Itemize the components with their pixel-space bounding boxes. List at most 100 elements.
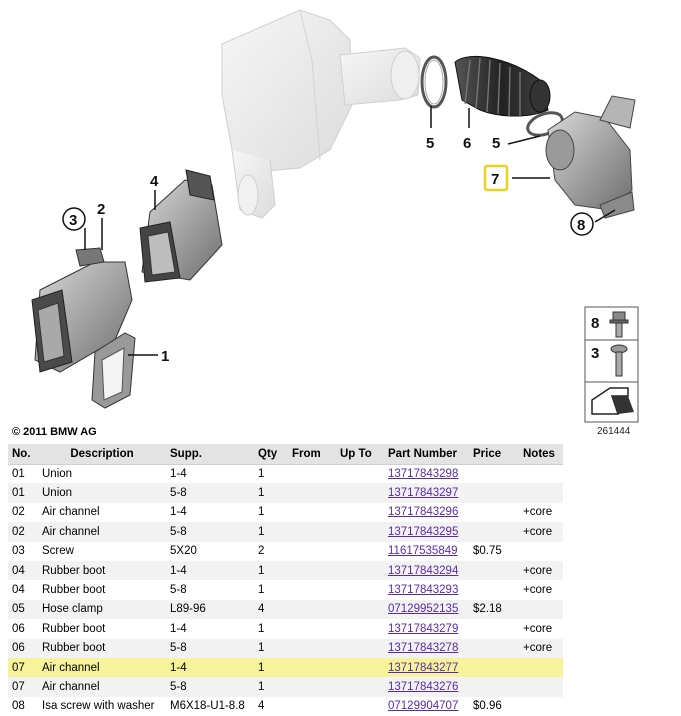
cell-price	[469, 619, 519, 638]
cell-no: 02	[12, 506, 25, 519]
cell-part-number: 13717843278	[384, 638, 469, 658]
cell-no: 07	[8, 657, 38, 678]
cell-from	[288, 483, 336, 503]
callout-7-highlight-box	[483, 164, 509, 192]
callout-5-left[interactable]: 5	[426, 135, 434, 152]
cell-description: Screw	[42, 545, 74, 558]
callout-5-right[interactable]: 5	[492, 135, 500, 152]
cell-up-to	[336, 599, 384, 620]
leader-lines	[84, 106, 616, 356]
part-number-link[interactable]: 13717843295	[388, 525, 459, 538]
callout-3[interactable]: 3	[69, 212, 77, 229]
cell-up-to	[336, 580, 384, 599]
cell-qty: 1	[258, 467, 265, 480]
header-notes: Notes	[519, 444, 563, 465]
cell-price	[469, 503, 519, 522]
screw-icon	[610, 344, 628, 377]
cell-no: 01	[12, 467, 25, 480]
callout-4[interactable]: 4	[150, 173, 159, 190]
cell-supp: 5X20	[170, 545, 197, 558]
part-number-link[interactable]: 13717843293	[388, 584, 459, 597]
callout-3-circle	[62, 207, 86, 231]
cell-supp: 5-8	[166, 638, 254, 658]
cell-part-number: 11617535849	[384, 542, 469, 561]
part-number-link[interactable]: 07129952135	[388, 603, 459, 616]
cell-description: Air channel	[38, 522, 166, 542]
cell-no: 01	[8, 483, 38, 503]
part-number-link[interactable]: 13717843298	[388, 467, 459, 480]
parts-table: No. Description Supp. Qty From Up To Par…	[8, 444, 563, 716]
cell-part-number: 13717843294	[384, 560, 469, 581]
callout-6[interactable]: 6	[463, 135, 471, 152]
cell-description: Union	[42, 467, 73, 480]
cell-part-number: 07129904707	[384, 697, 469, 716]
cell-qty: 1	[254, 638, 288, 658]
cell-up-to	[336, 619, 384, 638]
cell-notes: +core	[519, 638, 563, 658]
callout-7[interactable]: 7	[491, 171, 499, 188]
cell-up-to	[336, 657, 384, 678]
part-number-link[interactable]: 13717843276	[388, 680, 459, 693]
hose-clamp-5-left	[420, 55, 448, 109]
callout-8[interactable]: 8	[577, 217, 585, 234]
cell-notes: +core	[523, 506, 553, 519]
header-qty: Qty	[254, 444, 288, 465]
screw-washer-icon	[609, 311, 629, 338]
cell-description: Rubber boot	[42, 622, 106, 635]
header-no: No.	[8, 444, 38, 465]
cell-part-number: 13717843293	[384, 580, 469, 599]
cell-no: 06	[12, 622, 25, 635]
cell-price	[469, 638, 519, 658]
part-number-link[interactable]: 13717843278	[388, 642, 459, 655]
table-header-row: No. Description Supp. Qty From Up To Par…	[8, 444, 563, 465]
header-supp: Supp.	[166, 444, 254, 465]
fastener-legend: 8 3	[584, 306, 639, 423]
cell-notes	[519, 657, 563, 678]
cell-supp: 5-8	[170, 584, 187, 597]
header-price: Price	[469, 444, 519, 465]
cell-up-to	[336, 560, 384, 581]
cell-price	[469, 580, 519, 599]
air-channel-7	[545, 95, 636, 219]
callout-2[interactable]: 2	[97, 201, 105, 218]
cell-from	[288, 560, 336, 581]
cell-from	[288, 677, 336, 697]
part-number-link[interactable]: 13717843296	[388, 506, 459, 519]
cell-part-number: 13717843279	[384, 619, 469, 638]
cell-price: $0.96	[473, 700, 502, 713]
cell-notes: +core	[519, 522, 563, 542]
cell-qty: 1	[254, 483, 288, 503]
cell-up-to	[336, 483, 384, 503]
cell-from	[288, 697, 336, 716]
cell-notes	[519, 599, 563, 620]
cell-price: $0.75	[473, 545, 502, 558]
part-number-link[interactable]: 13717843297	[388, 487, 459, 500]
cell-part-number: 13717843276	[384, 677, 469, 697]
copyright-notice: © 2011 BMW AG	[12, 426, 97, 438]
cell-notes	[519, 483, 563, 503]
arrow-icon	[591, 387, 634, 415]
part-number-link[interactable]: 13717843294	[388, 564, 459, 577]
cell-price	[469, 677, 519, 697]
cell-up-to	[336, 464, 384, 483]
cell-part-number: 13717843296	[384, 503, 469, 522]
part-number-link[interactable]: 07129904707	[388, 700, 459, 713]
part-number-link[interactable]: 13717843277	[388, 661, 459, 674]
cell-from	[288, 638, 336, 658]
cell-part-number: 07129952135	[384, 599, 469, 620]
cell-supp: 5-8	[166, 522, 254, 542]
cell-price: $2.18	[469, 599, 519, 620]
cell-from	[288, 503, 336, 522]
cell-price	[469, 522, 519, 542]
cell-qty: 2	[258, 545, 265, 558]
part-number-link[interactable]: 11617535849	[388, 545, 458, 558]
part-number-link[interactable]: 13717843279	[388, 622, 459, 635]
cell-price	[469, 657, 519, 678]
callout-1[interactable]: 1	[161, 348, 169, 365]
